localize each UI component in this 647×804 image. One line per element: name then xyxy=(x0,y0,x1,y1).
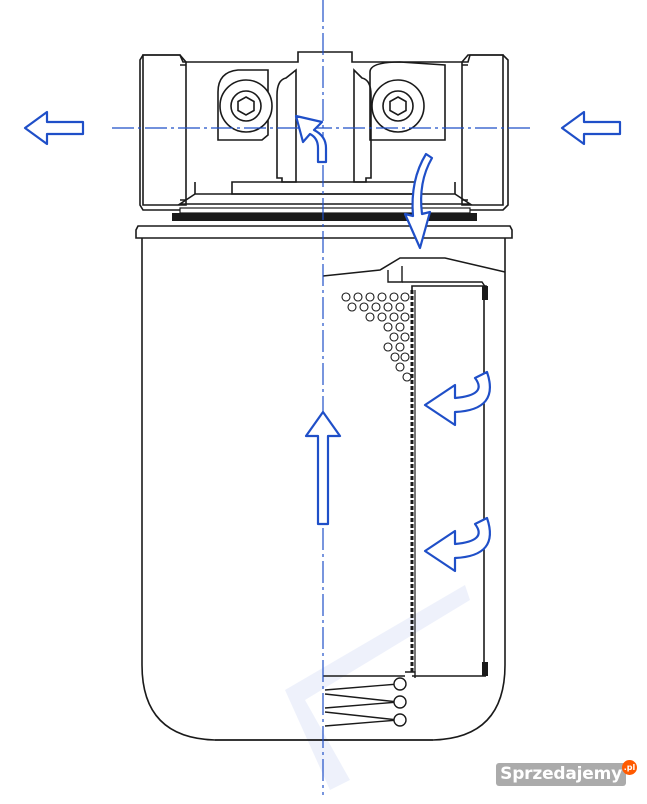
canister-lip xyxy=(135,225,513,239)
watermark-text: Sprzedajemy xyxy=(496,763,626,786)
right-lug xyxy=(461,54,504,206)
bolt-left xyxy=(219,79,273,133)
seal-ring xyxy=(172,213,477,221)
background-watermark xyxy=(285,585,470,790)
inner-cover xyxy=(322,257,506,277)
side-curved-arrow-upper-icon xyxy=(423,370,492,427)
inlet-down-curved-arrow-icon xyxy=(403,152,434,250)
head-up-curved-arrow-icon xyxy=(294,114,328,164)
central-up-arrow-icon xyxy=(304,410,342,526)
centerlines xyxy=(112,0,530,795)
filter-head xyxy=(139,51,509,211)
filter-element xyxy=(405,285,488,678)
inlet-left-arrow-icon xyxy=(560,110,622,146)
watermark-logo: Sprzedajemy .pl xyxy=(496,760,637,786)
watermark-badge: .pl xyxy=(622,760,637,775)
bolt-right xyxy=(371,79,425,133)
bypass-spring xyxy=(323,675,407,727)
outlet-left-arrow-icon xyxy=(23,110,85,146)
side-curved-arrow-lower-icon xyxy=(423,516,492,573)
filter-media-particles xyxy=(341,292,412,382)
flow-arrows xyxy=(23,110,622,573)
